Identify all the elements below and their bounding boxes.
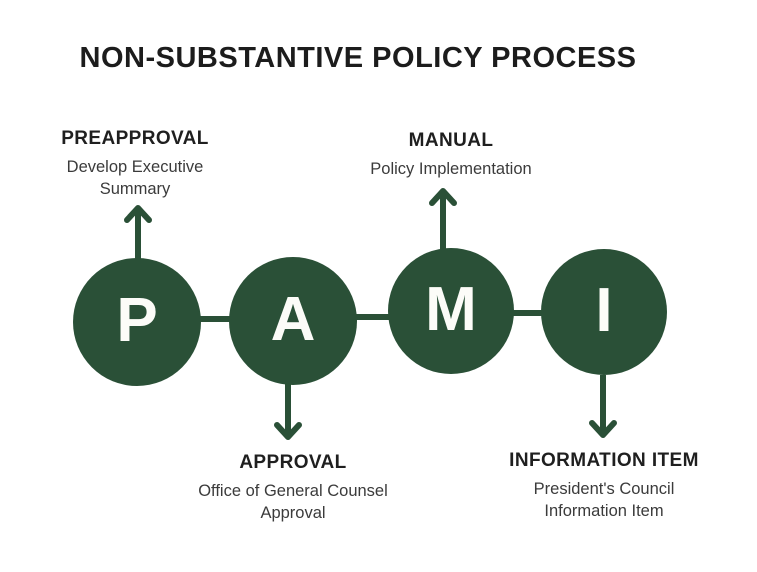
step-description-preapproval: Develop Executive Summary bbox=[66, 158, 204, 198]
step-description-information-item: President's Council Information Item bbox=[533, 480, 675, 520]
connector-p-a bbox=[198, 316, 232, 322]
node-circle-a: A bbox=[229, 257, 357, 385]
node-circle-i: I bbox=[541, 249, 667, 375]
step-heading-approval: APPROVAL bbox=[239, 452, 347, 473]
node-circle-p: P bbox=[73, 258, 201, 386]
arrow-up-icon-manual bbox=[423, 183, 463, 251]
diagram-title: NON-SUBSTANTIVE POLICY PROCESS bbox=[79, 42, 637, 74]
step-label-approval: APPROVAL Office of General Counsel Appro… bbox=[173, 452, 413, 525]
connector-a-m bbox=[354, 314, 391, 320]
step-heading-information-item: INFORMATION ITEM bbox=[509, 450, 699, 471]
node-letter-a: A bbox=[270, 285, 316, 354]
step-heading-preapproval: PREAPPROVAL bbox=[61, 128, 209, 149]
node-letter-i: I bbox=[595, 276, 613, 345]
node-letter-p: P bbox=[116, 286, 158, 355]
step-label-preapproval: PREAPPROVAL Develop Executive Summary bbox=[15, 128, 255, 201]
arrow-down-icon-information-item bbox=[583, 375, 623, 443]
arrow-up-icon-preapproval bbox=[118, 200, 158, 262]
connector-m-i bbox=[511, 310, 544, 316]
step-label-manual: MANUAL Policy Implementation bbox=[331, 130, 571, 181]
step-description-manual: Policy Implementation bbox=[370, 160, 532, 178]
node-circle-m: M bbox=[388, 248, 514, 374]
step-label-information-item: INFORMATION ITEM President's Council Inf… bbox=[469, 450, 739, 523]
arrow-down-icon-approval bbox=[268, 383, 308, 445]
step-description-approval: Office of General Counsel Approval bbox=[198, 482, 388, 522]
node-letter-m: M bbox=[425, 275, 477, 344]
step-heading-manual: MANUAL bbox=[408, 130, 494, 151]
